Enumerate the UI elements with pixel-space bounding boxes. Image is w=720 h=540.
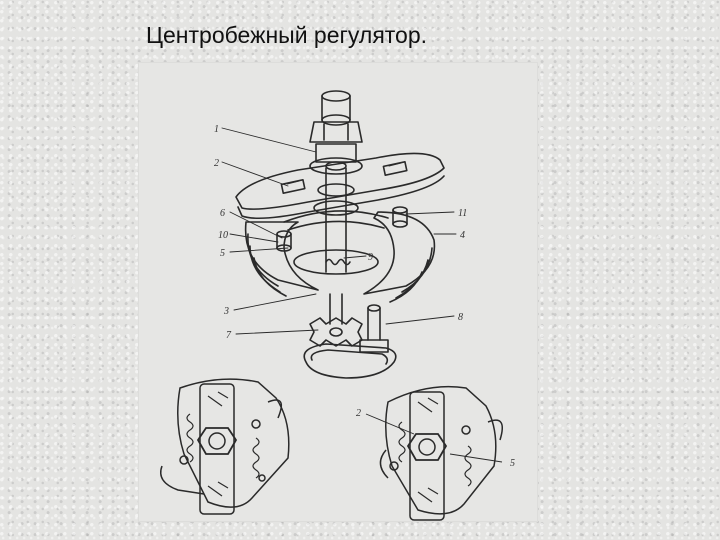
weight-pins [276, 206, 408, 252]
centrifugal-regulator-figure: 1 2 6 10 5 3 7 11 4 9 8 2 5 [138, 62, 538, 522]
shaft-cap [309, 90, 363, 143]
callout-2: 2 [214, 158, 219, 169]
callout-10: 10 [218, 230, 228, 241]
callout-3: 3 [223, 306, 229, 317]
callout-9: 9 [368, 252, 373, 263]
bolt [359, 304, 389, 353]
callout-11: 11 [458, 208, 467, 219]
callout-6: 6 [220, 208, 225, 219]
callout-bottom-5: 5 [510, 458, 515, 469]
callout-4: 4 [460, 230, 465, 241]
callout-8: 8 [458, 312, 463, 323]
upper-weight-plate [235, 152, 445, 220]
weight-disc-stack [244, 210, 436, 303]
regulator-drawing: 1 2 6 10 5 3 7 11 4 9 8 2 5 [160, 90, 515, 521]
plan-view-left [160, 378, 290, 515]
callout-5: 5 [220, 248, 225, 259]
callout-bottom-2: 2 [356, 408, 361, 419]
plan-view-right [365, 385, 503, 521]
callout-1: 1 [214, 124, 219, 135]
slide-title: Центробежный регулятор. [146, 22, 428, 48]
callout-7: 7 [226, 330, 232, 341]
